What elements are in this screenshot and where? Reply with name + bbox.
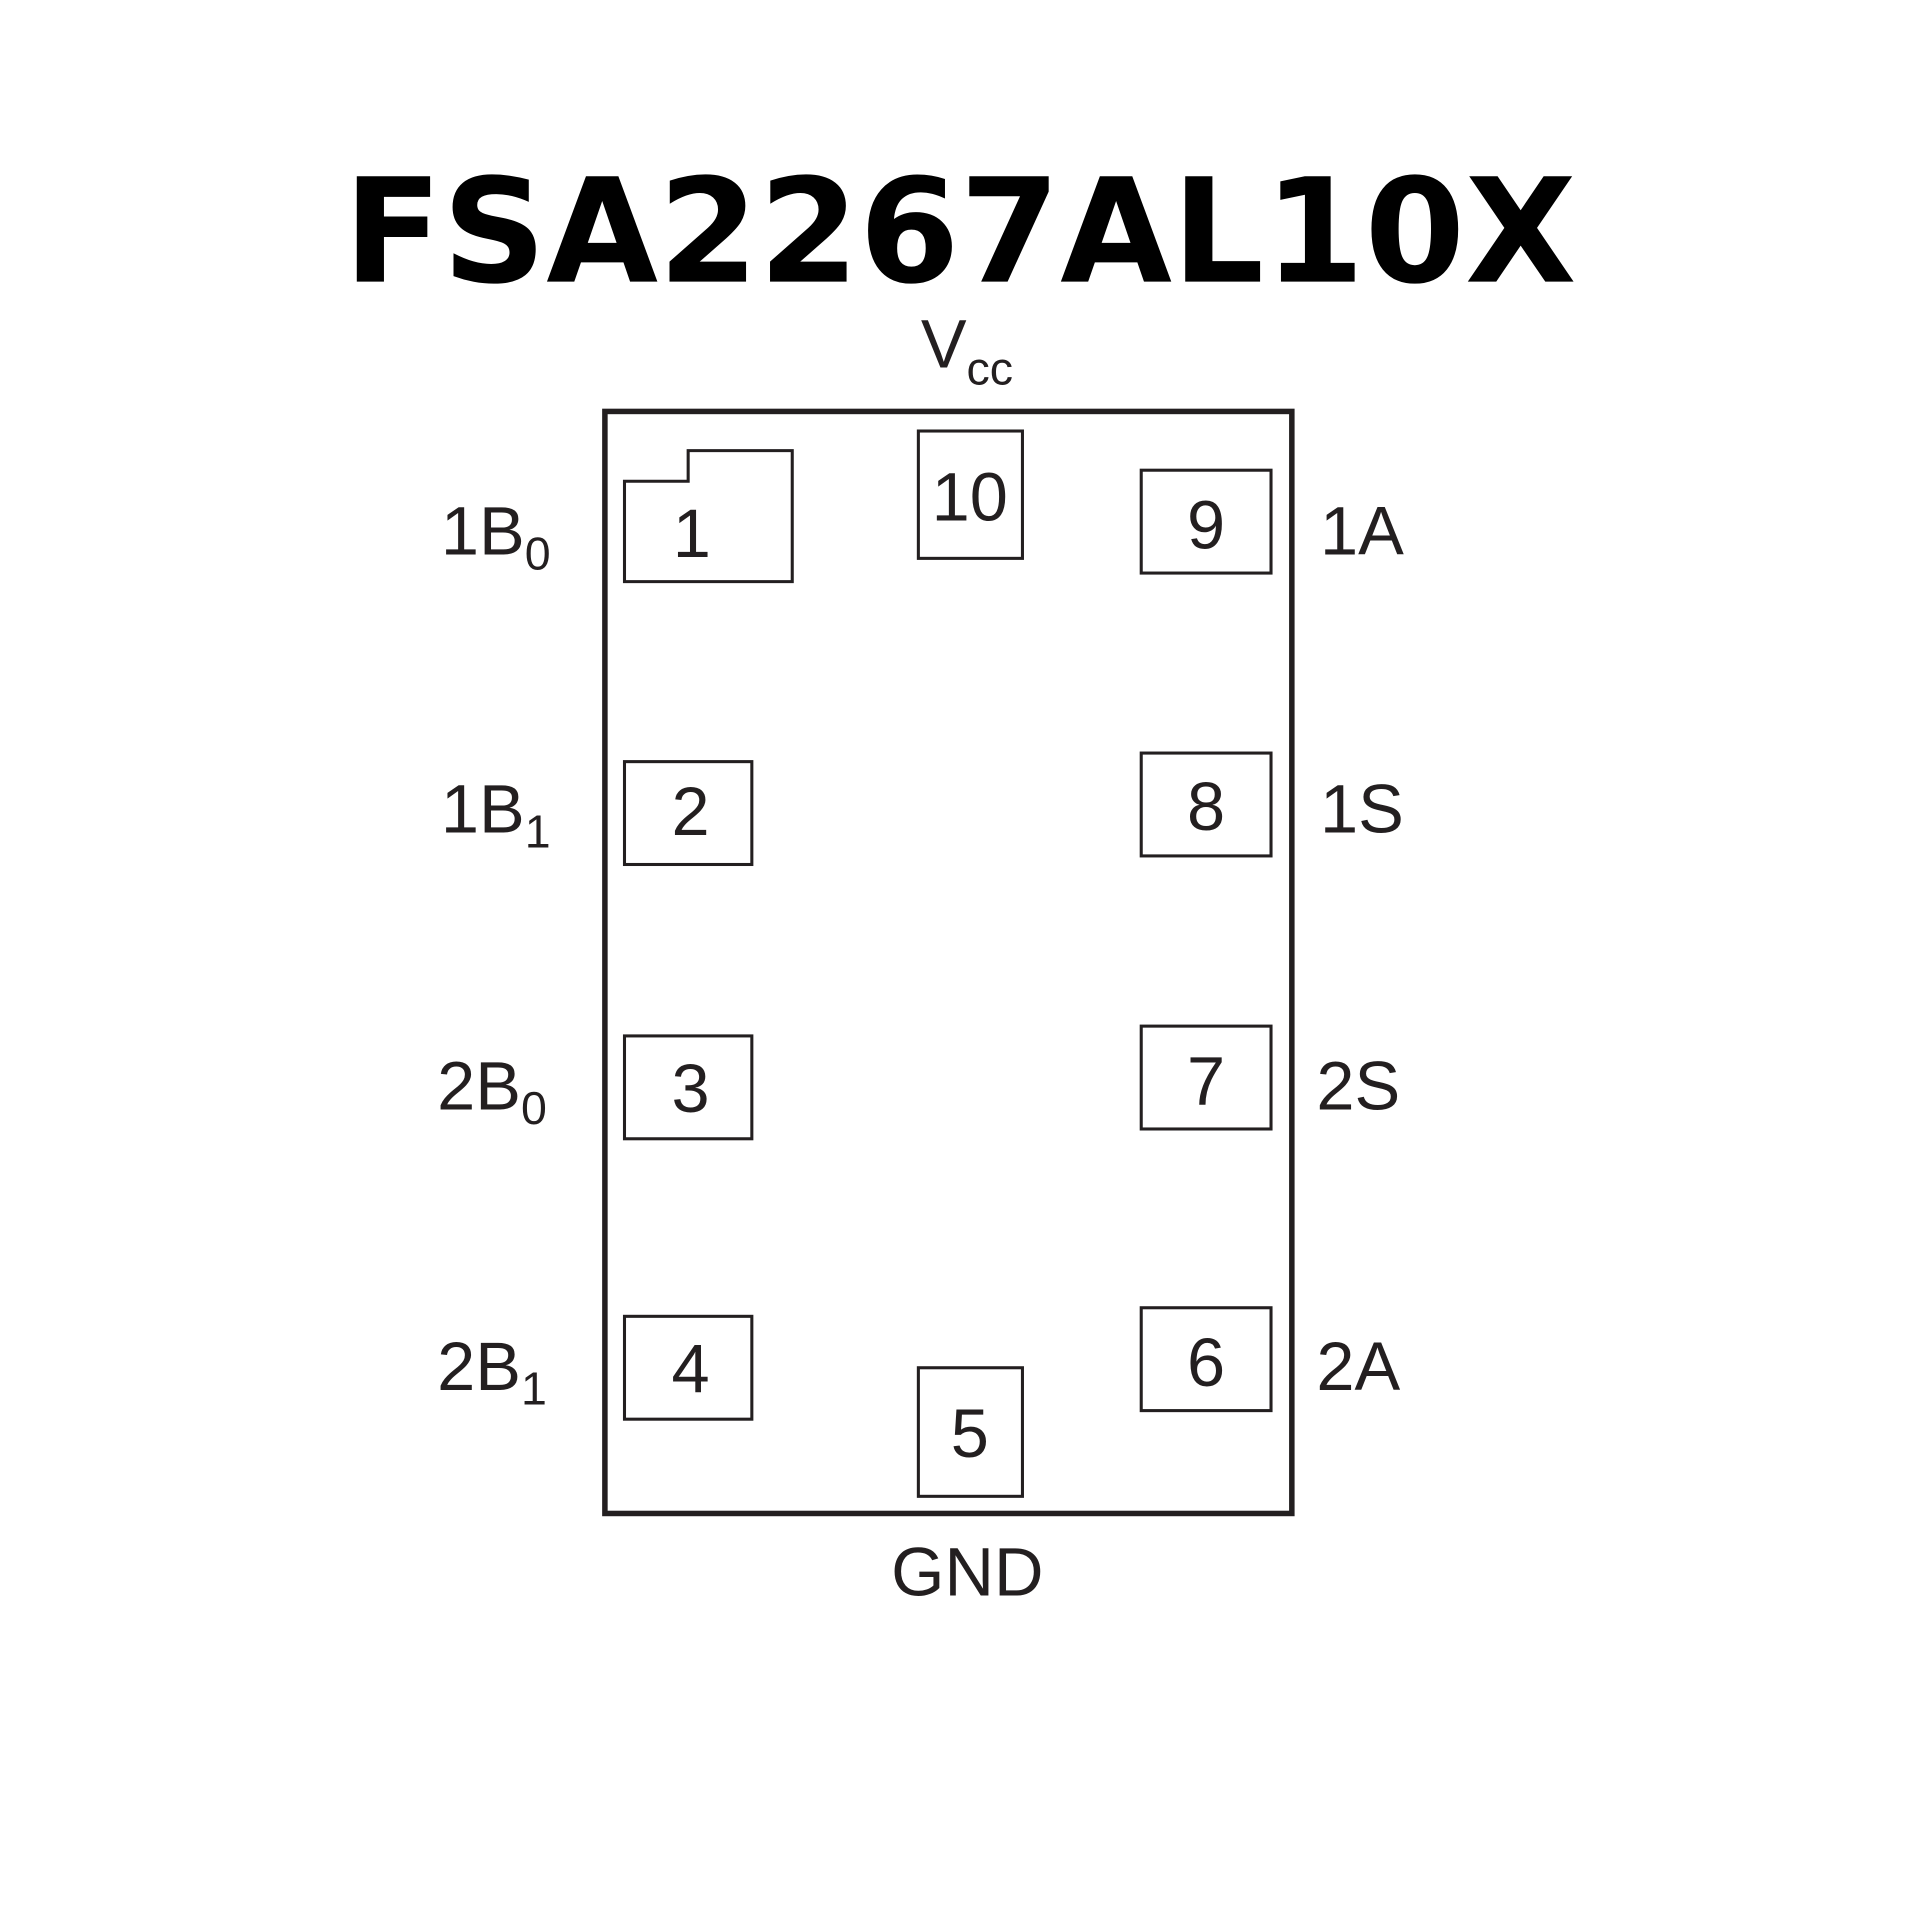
pin-number: 8 bbox=[1187, 768, 1225, 845]
pin-5: 5 bbox=[916, 1366, 1024, 1498]
gnd-label: GND bbox=[891, 1534, 1043, 1611]
pin-9-label: 1A bbox=[1320, 493, 1404, 570]
pin-7-label: 2S bbox=[1316, 1047, 1400, 1124]
pin-number: 3 bbox=[672, 1050, 710, 1127]
pin-2-label: 1B1 bbox=[441, 771, 551, 858]
pin-1: 1 bbox=[622, 449, 794, 584]
pin-number: 1 bbox=[673, 495, 711, 572]
part-number-title: FSA2267AL10X bbox=[344, 149, 1577, 317]
pin-number: 6 bbox=[1187, 1324, 1225, 1401]
pin-1-label: 1B0 bbox=[441, 493, 551, 580]
pin-2: 2 bbox=[622, 760, 754, 867]
pin-10: 10 bbox=[916, 429, 1024, 560]
package-outline bbox=[602, 408, 1295, 1517]
pin-number: 9 bbox=[1187, 487, 1225, 564]
pin-4-label: 2B1 bbox=[437, 1328, 547, 1415]
pin-number: 7 bbox=[1187, 1042, 1225, 1119]
pin-number: 10 bbox=[932, 458, 1008, 535]
pin-6: 6 bbox=[1139, 1306, 1273, 1413]
pin-6-label: 2A bbox=[1316, 1328, 1400, 1405]
pin-3-label: 2B0 bbox=[437, 1047, 547, 1134]
pin-number: 4 bbox=[672, 1330, 710, 1407]
pin-number: 2 bbox=[672, 773, 710, 850]
pin-8: 8 bbox=[1139, 751, 1273, 858]
pin-number: 5 bbox=[951, 1395, 989, 1472]
pin-7: 7 bbox=[1139, 1024, 1273, 1131]
pin-9: 9 bbox=[1139, 468, 1273, 575]
pin-3: 3 bbox=[622, 1034, 754, 1141]
pin-4: 4 bbox=[622, 1314, 754, 1421]
pin-8-label: 1S bbox=[1320, 771, 1404, 848]
vcc-label: VCC bbox=[921, 305, 1013, 394]
